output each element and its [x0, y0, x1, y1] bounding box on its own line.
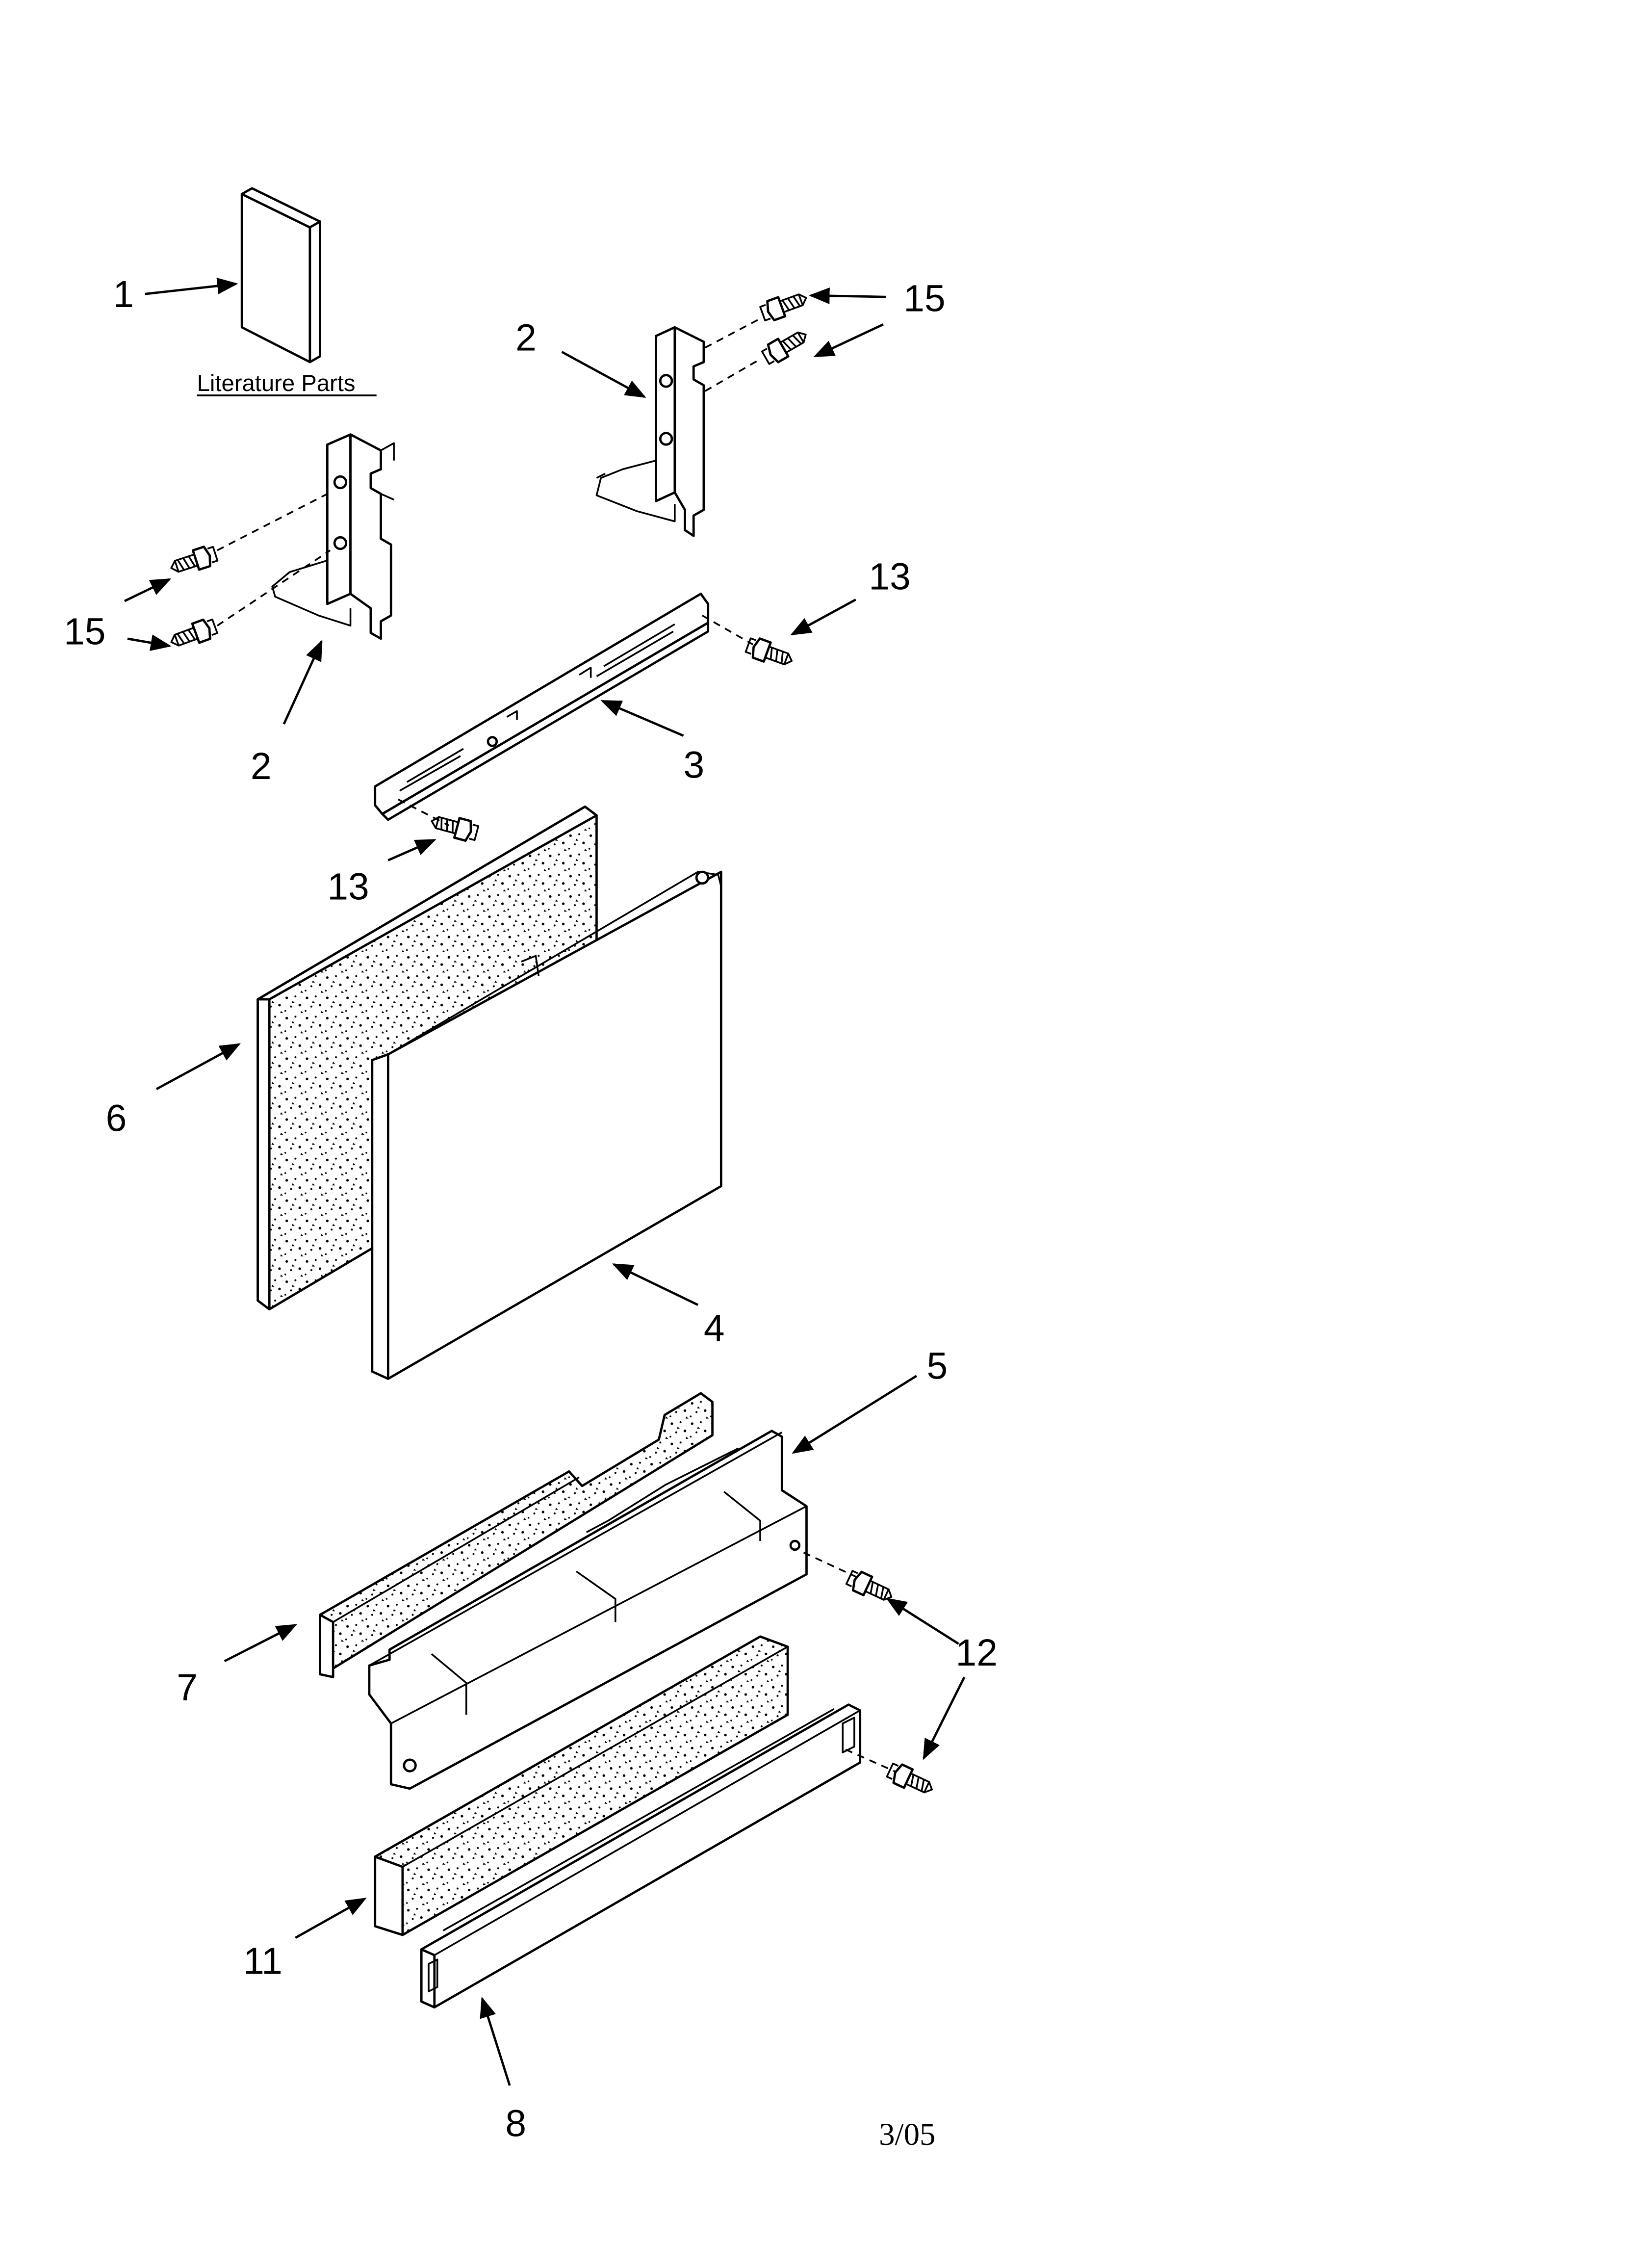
callout-arrow-5 [792, 1375, 918, 1454]
callout-arrow-13-right [790, 599, 856, 636]
callout-arrow-6 [155, 1043, 241, 1091]
toe-kick-insulation [319, 1392, 714, 1678]
mounting-bracket-top [595, 326, 705, 537]
callout-13-right: 13 [869, 556, 910, 598]
screw-15-left-b [168, 617, 218, 652]
callout-4: 4 [704, 1308, 725, 1350]
callout-arrow-15-left-b [127, 634, 172, 651]
lower-insulation-block [374, 1635, 789, 1936]
door-panel [371, 870, 722, 1380]
callout-5: 5 [927, 1345, 948, 1387]
screw-13-left [429, 811, 479, 843]
screw-path-15c [217, 492, 331, 551]
mounting-bracket-left [271, 433, 395, 640]
callout-3: 3 [684, 744, 705, 786]
callout-arrow-7 [224, 1624, 298, 1663]
screw-path-12b [845, 1748, 898, 1773]
screw-12-lower [886, 1761, 936, 1799]
screw-path-15a [705, 317, 761, 349]
callout-arrow-11 [295, 1898, 367, 1939]
callout-arrow-15-left-a [124, 578, 172, 602]
callout-arrow-15-top-b [813, 323, 884, 358]
callout-arrow-2-top [561, 351, 646, 398]
callout-arrow-1 [145, 277, 238, 295]
callout-13-left: 13 [327, 866, 369, 908]
callout-arrow-8 [480, 1996, 511, 2086]
revision-date: 3/05 [879, 2117, 935, 2152]
screw-path-13b [398, 798, 450, 827]
callout-arrow-12-a [886, 1597, 959, 1645]
callout-11: 11 [243, 1941, 282, 1982]
callout-2-left: 2 [251, 746, 272, 787]
screw-13-right [744, 636, 795, 671]
screw-path-12a [803, 1552, 861, 1580]
screw-15-top-a [759, 288, 810, 323]
callout-12: 12 [956, 1632, 998, 1674]
screw-path-15b [704, 358, 761, 392]
callout-arrow-2-left [282, 639, 323, 725]
callout-6: 6 [106, 1098, 127, 1140]
callout-15-left: 15 [64, 611, 105, 653]
screw-path-13a [702, 615, 754, 646]
mounting-rail [374, 593, 710, 821]
callout-8: 8 [505, 2103, 526, 2144]
callout-arrow-15-top-a [809, 287, 886, 304]
literature-caption: Literature Parts [197, 370, 356, 396]
callout-arrow-3 [600, 700, 684, 737]
callout-2-top: 2 [515, 317, 537, 359]
literature-booklet [240, 187, 321, 364]
screw-15-left-a [168, 544, 219, 577]
callout-7: 7 [177, 1667, 198, 1709]
kick-plate [420, 1703, 862, 2008]
callout-15-top: 15 [903, 278, 945, 320]
screw-15-top-b [761, 326, 811, 366]
callout-arrow-12-b [923, 1676, 966, 1760]
callout-arrow-13-left [387, 839, 436, 861]
callout-arrow-4 [612, 1263, 699, 1306]
screw-path-15d [216, 549, 331, 626]
callout-1: 1 [113, 274, 134, 315]
toe-kick-panel [368, 1430, 808, 1790]
